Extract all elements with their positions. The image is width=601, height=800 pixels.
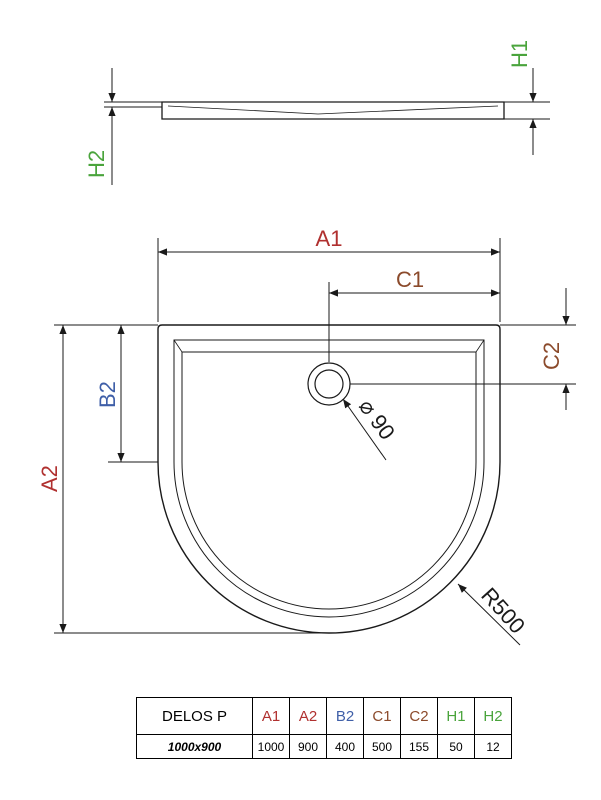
c1-label: C1 bbox=[396, 267, 424, 292]
drain-inner bbox=[314, 369, 344, 399]
side-view bbox=[104, 68, 550, 185]
col-a1: A1 bbox=[252, 697, 290, 735]
table-header-row: DELOS P A1 A2 B2 C1 C2 H1 H2 bbox=[136, 697, 512, 735]
table-row: 1000x900 1000 900 400 500 155 50 12 bbox=[136, 734, 512, 759]
tray-rim-inner bbox=[173, 339, 485, 618]
model-size: 1000x900 bbox=[136, 734, 253, 759]
b2-label: B2 bbox=[95, 381, 120, 408]
value-h1: 50 bbox=[437, 734, 475, 759]
h1-label: H1 bbox=[507, 40, 532, 68]
value-c2: 155 bbox=[400, 734, 438, 759]
a2-label: A2 bbox=[37, 465, 62, 492]
col-a2: A2 bbox=[289, 697, 327, 735]
h2-label: H2 bbox=[84, 150, 109, 178]
col-c1: C1 bbox=[363, 697, 401, 735]
a1-label: A1 bbox=[316, 226, 343, 251]
value-b2: 400 bbox=[326, 734, 364, 759]
value-h2: 12 bbox=[474, 734, 512, 759]
tray-side-inner bbox=[167, 105, 499, 115]
dimensions-table: DELOS P A1 A2 B2 C1 C2 H1 H2 1000x900 10… bbox=[136, 697, 512, 759]
col-b2: B2 bbox=[326, 697, 364, 735]
drain-diameter-label: ⌀ 90 bbox=[354, 394, 400, 444]
col-c2: C2 bbox=[400, 697, 438, 735]
col-h1: H1 bbox=[437, 697, 475, 735]
model-name: DELOS P bbox=[136, 697, 253, 735]
c2-label: C2 bbox=[539, 342, 564, 370]
technical-drawing: H1 H2 A1 C1 C2 B2 bbox=[37, 40, 576, 646]
top-view bbox=[54, 238, 576, 646]
tray-side-profile bbox=[161, 101, 505, 120]
value-a1: 1000 bbox=[252, 734, 290, 759]
value-a2: 900 bbox=[289, 734, 327, 759]
tray-basin bbox=[181, 351, 477, 610]
drain-outer bbox=[307, 362, 351, 406]
col-h2: H2 bbox=[474, 697, 512, 735]
value-c1: 500 bbox=[363, 734, 401, 759]
radius-leader bbox=[457, 583, 521, 646]
tray-outline bbox=[157, 324, 501, 634]
drain-diameter-leader bbox=[342, 398, 387, 461]
